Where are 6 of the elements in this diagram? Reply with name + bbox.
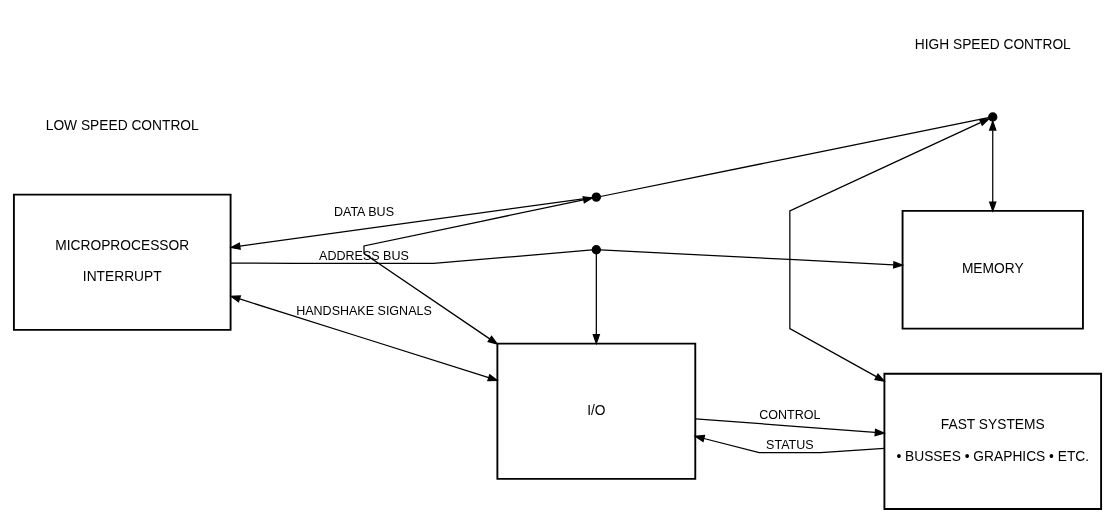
label: LOW SPEED CONTROL bbox=[45, 117, 199, 133]
label: HIGH SPEED CONTROL bbox=[914, 36, 1071, 52]
edge-label: HANDSHAKE SIGNALS bbox=[296, 303, 432, 318]
edge-label: CONTROL bbox=[759, 407, 821, 422]
edge-label: STATUS bbox=[766, 437, 814, 452]
edge-label: DATA BUS bbox=[333, 204, 395, 219]
